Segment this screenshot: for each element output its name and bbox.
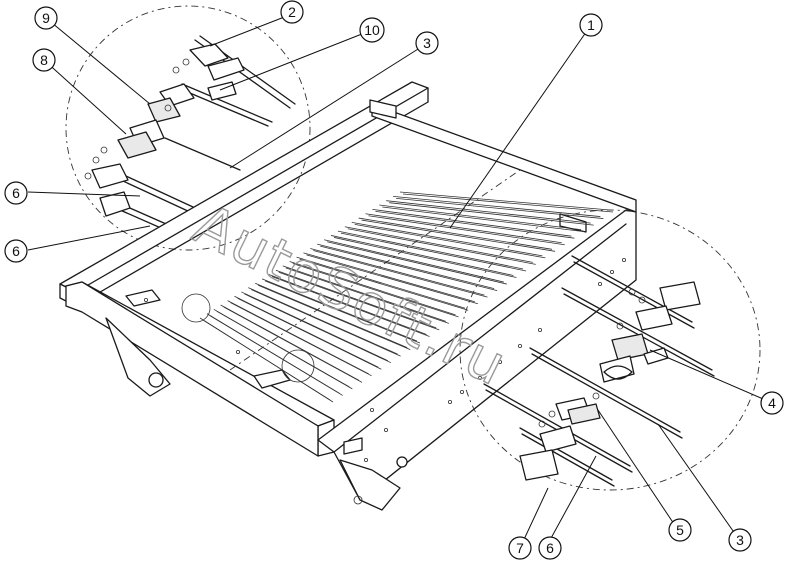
louvre-slat xyxy=(358,217,553,250)
louvre-slat-edge xyxy=(313,250,488,298)
callout-4-label: 4 xyxy=(768,395,776,411)
callout-10-label: 10 xyxy=(364,22,380,38)
detail-rods-top-left xyxy=(109,35,296,233)
louvre-slat-edge xyxy=(368,215,565,246)
louvre-slat-edge xyxy=(251,289,401,357)
callout-8: 8 xyxy=(32,48,56,72)
louvre-slat xyxy=(234,295,379,368)
louvre-slat-edge xyxy=(223,306,363,383)
louvre-slat-edge xyxy=(320,245,498,292)
detail-circle-top-left xyxy=(65,5,311,251)
louvre-slat-edge xyxy=(361,219,556,252)
callout-6-lower-label: 6 xyxy=(12,243,20,259)
callout-3-bottom-label: 3 xyxy=(736,532,744,548)
callout-6-upper-label: 6 xyxy=(12,185,20,201)
callout-2: 2 xyxy=(280,0,304,24)
rear-crossbar xyxy=(371,103,637,213)
louvre-slat xyxy=(372,208,572,237)
louvre-slat xyxy=(399,191,611,211)
louvre-slat xyxy=(379,204,582,231)
callout-4: 4 xyxy=(760,391,784,415)
louvre-slat xyxy=(255,282,408,348)
leader-lines xyxy=(27,13,771,549)
louvre-slat-edge xyxy=(375,210,575,239)
louvre-slat-edge xyxy=(202,319,334,403)
louvre-slat-edge xyxy=(216,310,353,390)
louvre-slat xyxy=(351,222,543,257)
louvre-slat-edge xyxy=(285,267,449,324)
sieve-louvres xyxy=(199,191,614,403)
rear-corner-block xyxy=(369,99,397,119)
callout-6-bottom: 6 xyxy=(538,536,562,560)
callout-1-label: 1 xyxy=(587,17,595,33)
louvre-slat xyxy=(365,213,562,244)
detail-brackets-top-left xyxy=(84,43,245,217)
louvre-slat xyxy=(241,291,389,362)
detail-marker-left xyxy=(181,293,211,323)
louvre-slat xyxy=(310,248,485,296)
callout-8-label: 8 xyxy=(40,52,48,68)
callout-9-label: 9 xyxy=(42,10,50,26)
callout-5-label: 5 xyxy=(676,522,684,538)
callout-10: 10 xyxy=(359,17,385,43)
louvre-slat xyxy=(268,274,427,335)
callout-3-top-label: 3 xyxy=(423,35,431,51)
callout-1: 1 xyxy=(579,13,603,37)
louvre-slat-edge xyxy=(271,276,430,337)
callout-3-bottom: 3 xyxy=(728,528,752,552)
louvre-slat-edge xyxy=(209,315,343,396)
callout-7: 7 xyxy=(508,536,532,560)
louvre-slat xyxy=(282,265,446,322)
louvre-slat xyxy=(393,195,601,217)
callout-6-lower: 6 xyxy=(4,239,28,263)
louvre-slat xyxy=(296,256,466,309)
louvre-slat-edge xyxy=(244,293,392,364)
louvre-slat xyxy=(317,243,495,290)
louvre-slat-edge xyxy=(299,258,469,311)
side-clamp xyxy=(343,437,363,455)
louvre-slat-edge xyxy=(402,193,614,213)
louvre-slat xyxy=(324,239,504,283)
callout-3-top: 3 xyxy=(415,31,439,55)
louvre-slat xyxy=(303,252,475,303)
mount-plate-left xyxy=(125,289,161,307)
detail-view-top-left xyxy=(65,5,311,251)
detail-brackets-bottom-right xyxy=(519,281,701,481)
callout-6-upper: 6 xyxy=(4,181,28,205)
louvre-slat-edge xyxy=(347,228,536,265)
detail-view-bottom-right xyxy=(459,209,761,491)
louvre-slat-edge xyxy=(230,302,372,377)
callout-9: 9 xyxy=(34,6,58,30)
louvre-slat xyxy=(344,226,533,263)
side-panel-holes xyxy=(143,257,627,462)
louvre-slat xyxy=(289,261,456,316)
center-axis xyxy=(229,169,521,371)
louvre-slat-edge xyxy=(292,263,459,318)
louvre-slat-edge xyxy=(340,232,527,272)
lower-bracket-right xyxy=(339,459,401,511)
callout-5: 5 xyxy=(668,518,692,542)
louvre-slat xyxy=(386,200,591,224)
detail-marker-right xyxy=(281,349,315,383)
louvre-slat-edge xyxy=(327,241,507,285)
louvre-slat-edge xyxy=(382,206,585,233)
louvre-slat-edge xyxy=(264,280,421,344)
louvre-slat-edge xyxy=(278,271,440,331)
louvre-slat xyxy=(275,269,437,329)
louvre-slat-edge xyxy=(354,224,546,259)
sieve-frame xyxy=(59,81,637,511)
louvre-slat-edge xyxy=(258,284,411,350)
louvre-slat xyxy=(330,235,514,276)
louvre-slat xyxy=(248,287,398,355)
louvre-slat-edge xyxy=(237,297,382,370)
detail-circle-bottom-right xyxy=(459,209,761,491)
louvre-slat-edge xyxy=(389,202,594,226)
louvre-slat-edge xyxy=(306,254,478,305)
callout-2-label: 2 xyxy=(288,4,296,20)
callout-7-label: 7 xyxy=(516,540,524,556)
callout-6-bottom-label: 6 xyxy=(546,540,554,556)
louvre-slat xyxy=(261,278,418,342)
louvre-slat-edge xyxy=(333,237,517,278)
